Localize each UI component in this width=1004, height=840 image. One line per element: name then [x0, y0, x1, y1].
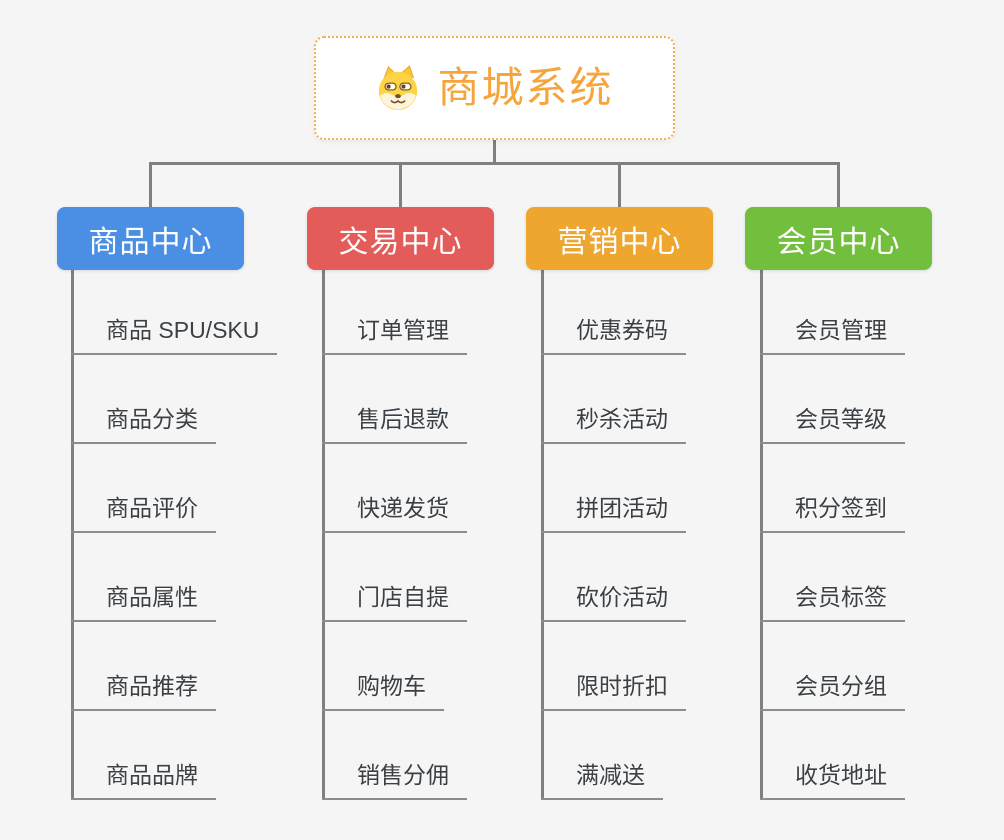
child-node[interactable]: 购物车 — [322, 673, 444, 711]
child-node[interactable]: 会员分组 — [760, 673, 905, 711]
branch-label: 商品中心 — [88, 225, 213, 259]
root-stem-connector — [493, 140, 496, 165]
child-node[interactable]: 销售分佣 — [322, 762, 467, 800]
branch-trunk-connector — [71, 270, 74, 800]
branch-node-product-center[interactable]: 商品中心 — [57, 207, 244, 270]
branch-node-trade-center[interactable]: 交易中心 — [307, 207, 494, 270]
child-node[interactable]: 商品 SPU/SKU — [71, 317, 278, 355]
child-node[interactable]: 商品推荐 — [71, 673, 216, 711]
branch-label: 营销中心 — [557, 225, 682, 259]
child-node[interactable]: 售后退款 — [322, 406, 467, 444]
branch-trunk-connector — [541, 270, 544, 800]
child-node[interactable]: 收货地址 — [760, 762, 905, 800]
branch-trunk-connector — [760, 270, 763, 800]
child-node[interactable]: 会员等级 — [760, 406, 905, 444]
child-node[interactable]: 商品属性 — [71, 584, 216, 622]
root-node[interactable]: 商城系统 — [314, 36, 675, 140]
child-node[interactable]: 秒杀活动 — [541, 406, 686, 444]
dog-face-icon — [379, 65, 418, 111]
child-node[interactable]: 门店自提 — [322, 584, 467, 622]
branch-label: 交易中心 — [338, 225, 463, 259]
child-node[interactable]: 商品评价 — [71, 495, 216, 533]
child-node[interactable]: 限时折扣 — [541, 673, 686, 711]
branch-connector — [837, 162, 840, 210]
branch-connector — [399, 162, 402, 210]
branch-label: 会员中心 — [776, 225, 901, 259]
branch-node-marketing-center[interactable]: 营销中心 — [526, 207, 713, 270]
child-node[interactable]: 订单管理 — [322, 317, 467, 355]
child-node[interactable]: 砍价活动 — [541, 584, 686, 622]
root-node-label: 商城系统 — [437, 64, 614, 111]
child-node[interactable]: 满减送 — [541, 762, 663, 800]
horizontal-connector — [149, 162, 840, 165]
child-node[interactable]: 会员标签 — [760, 584, 905, 622]
child-node[interactable]: 会员管理 — [760, 317, 905, 355]
child-node[interactable]: 快递发货 — [322, 495, 467, 533]
branch-node-member-center[interactable]: 会员中心 — [745, 207, 932, 270]
child-node[interactable]: 拼团活动 — [541, 495, 686, 533]
branch-trunk-connector — [322, 270, 325, 800]
branch-connector — [618, 162, 621, 210]
child-node[interactable]: 积分签到 — [760, 495, 905, 533]
child-node[interactable]: 商品品牌 — [71, 762, 216, 800]
child-node[interactable]: 商品分类 — [71, 406, 216, 444]
child-node[interactable]: 优惠券码 — [541, 317, 686, 355]
branch-connector — [149, 162, 152, 210]
